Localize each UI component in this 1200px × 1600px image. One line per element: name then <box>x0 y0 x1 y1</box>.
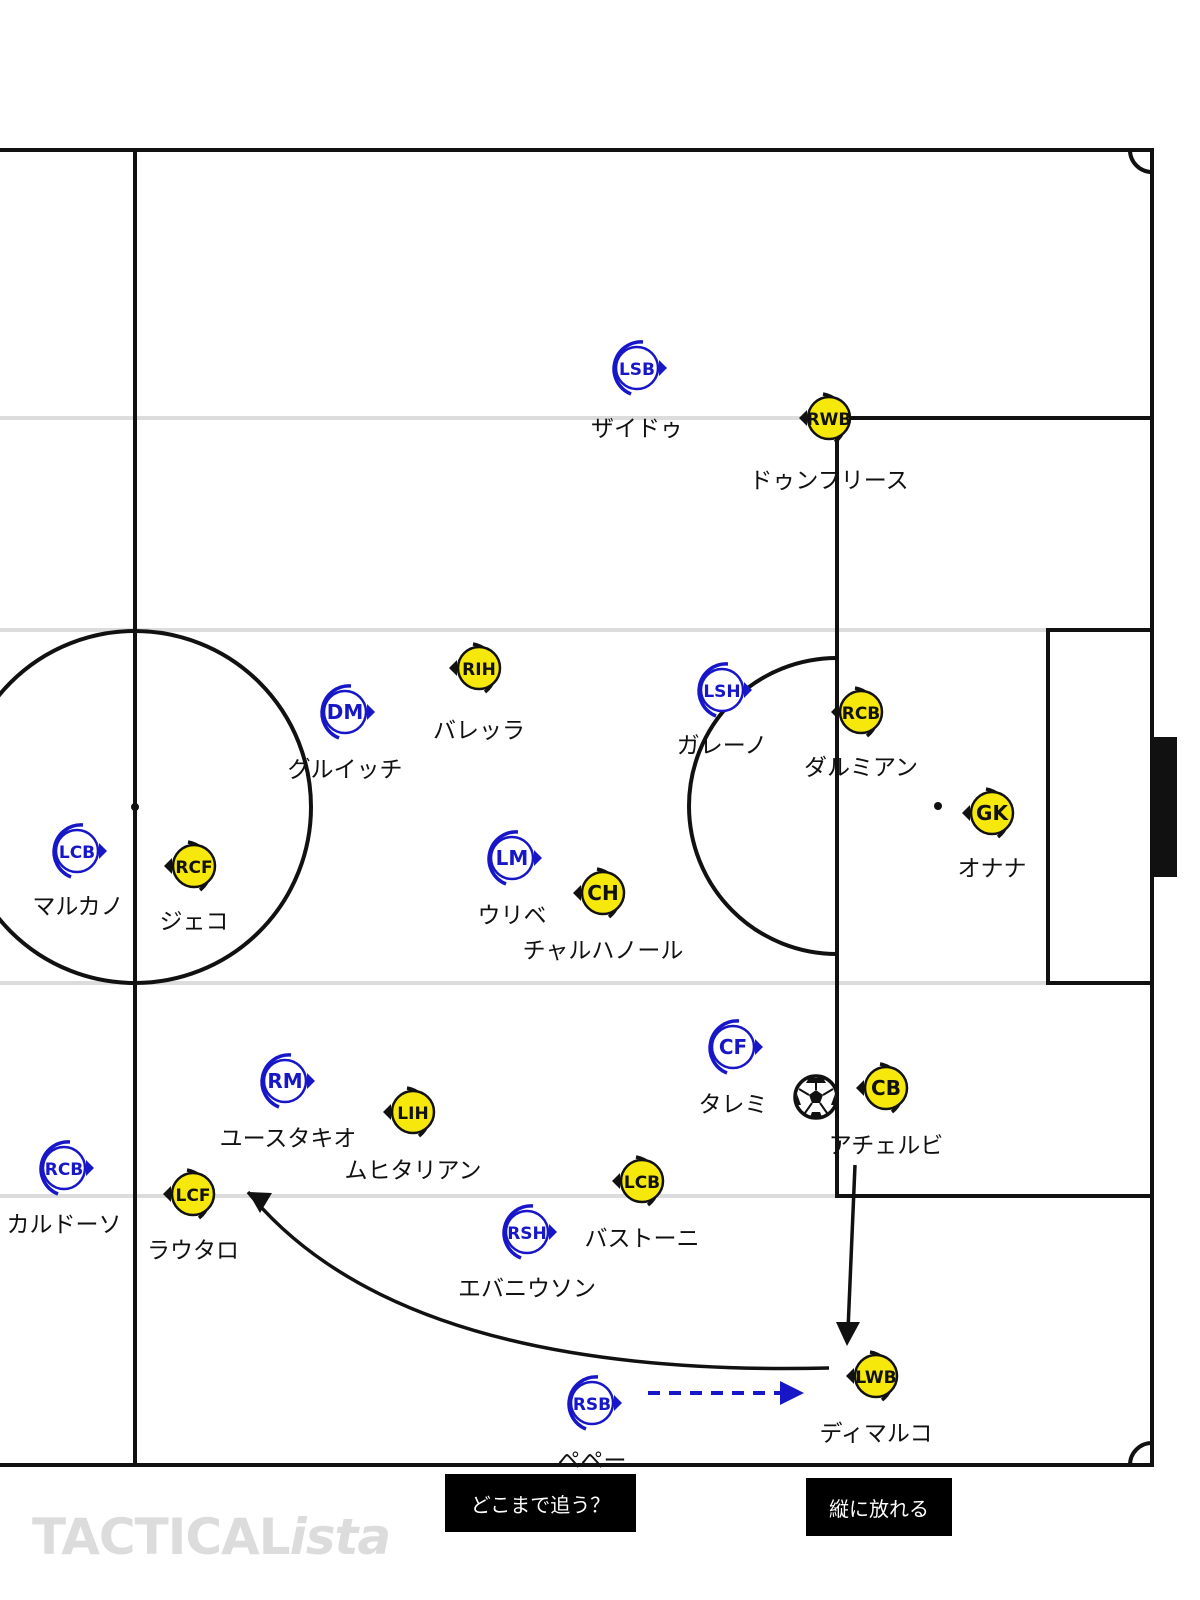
player-name-label: ダルミアン <box>804 755 918 781</box>
player-role-label: LCF <box>176 1186 211 1206</box>
player-role-label: LSH <box>703 682 740 702</box>
caption-how-far-to-chase: どこまで追う？ <box>445 1474 636 1532</box>
player-name-label: ジェコ <box>160 909 229 935</box>
player-role-label: GK <box>976 801 1009 825</box>
logo-suffix: ista <box>289 1508 392 1566</box>
players-layer: LSB ザイドゥ RWB ドゥンフリース RIH バレッラ DM グルイッチ LSH ガレーノ RC… <box>7 340 1027 1474</box>
player-role-label: LWB <box>855 1368 896 1388</box>
player-role-label: RSH <box>507 1224 547 1244</box>
player-blue-rm: RM ユースタキオ <box>220 1053 357 1152</box>
player-name-label: ザイドゥ <box>591 416 683 442</box>
player-name-label: チャルハノール <box>523 938 684 964</box>
player-name-label: オナナ <box>958 856 1027 882</box>
player-yellow-lcf: LCF ラウタロ <box>147 1168 239 1264</box>
pass-arrowhead <box>248 1192 272 1213</box>
penalty-spot <box>934 802 942 810</box>
player-role-label: DM <box>327 700 364 724</box>
player-yellow-lih: LIH ムヒタリアン <box>344 1086 482 1184</box>
pass-arrow-to-lautaro <box>246 1190 830 1371</box>
player-name-label: エバニウソン <box>458 1276 596 1302</box>
player-name-label: ラウタロ <box>147 1238 239 1264</box>
player-name-label: ドゥンフリース <box>749 468 908 494</box>
player-yellow-ch: CH チャルハノール <box>523 867 684 964</box>
player-yellow-rwb: RWB ドゥンフリース <box>749 392 909 494</box>
player-yellow-cb: CB アチェルビ <box>829 1062 944 1159</box>
player-role-label: CB <box>871 1076 901 1100</box>
player-name-label: タレミ <box>699 1092 768 1118</box>
logo-main: TACTICAL <box>32 1508 291 1566</box>
run-arrow-acerbi <box>846 1164 857 1331</box>
player-blue-cf: CF タレミ <box>699 1019 768 1118</box>
player-role-label: CF <box>719 1035 747 1059</box>
player-name-label: ムヒタリアン <box>344 1158 481 1184</box>
player-name-label: ユースタキオ <box>220 1126 357 1152</box>
player-role-label: RCF <box>175 858 212 878</box>
player-yellow-lwb: LWB ディマルコ <box>820 1350 933 1447</box>
player-role-label: LCB <box>624 1173 660 1193</box>
tacticalista-logo: TACTICALista <box>32 1508 392 1566</box>
player-yellow-rih: RIH バレッラ <box>433 642 525 744</box>
player-name-label: アチェルビ <box>829 1133 944 1159</box>
player-name-label: バレッラ <box>433 718 525 744</box>
ball-icon <box>793 1074 839 1120</box>
player-yellow-lcb: LCB バストーニ <box>585 1155 700 1252</box>
player-role-label: LIH <box>397 1104 428 1124</box>
press-arrowhead <box>780 1381 804 1405</box>
player-role-label: RCB <box>842 704 881 724</box>
corner-arc-top <box>1128 149 1153 174</box>
player-role-label: RSB <box>573 1395 611 1415</box>
player-name-label: カルドーソ <box>7 1212 122 1238</box>
player-role-label: RM <box>267 1069 302 1093</box>
player-yellow-rcf: RCF ジェコ <box>160 840 229 935</box>
caption-can-play-vertical: 縦に放れる <box>806 1478 952 1536</box>
player-role-label: RCB <box>45 1160 84 1180</box>
player-role-label: CH <box>587 881 618 905</box>
player-yellow-rcb: RCB ダルミアン <box>804 686 918 781</box>
player-role-label: RWB <box>807 410 852 430</box>
player-role-label: RIH <box>462 660 496 680</box>
player-blue-lsh: LSH ガレーノ <box>677 662 768 759</box>
goal <box>1152 737 1177 877</box>
player-blue-rcb: RCB カルドーソ <box>7 1140 122 1238</box>
goal-area <box>1046 628 1154 985</box>
arrows <box>246 1164 860 1405</box>
player-yellow-gk: GK オナナ <box>958 787 1027 882</box>
player-name-label: マルカノ <box>32 894 123 920</box>
player-role-label: LSB <box>619 360 655 380</box>
player-blue-lsb: LSB ザイドゥ <box>591 340 683 442</box>
penalty-arc <box>687 656 838 956</box>
player-blue-dm: DM グルイッチ <box>288 684 403 783</box>
player-role-label: LCB <box>59 843 95 863</box>
player-blue-lm: LM ウリベ <box>478 830 547 929</box>
player-name-label: ディマルコ <box>820 1421 933 1447</box>
player-name-label: グルイッチ <box>288 757 403 783</box>
player-name-label: ウリベ <box>478 903 547 929</box>
corner-arc-bottom <box>1128 1441 1153 1466</box>
player-name-label: バストーニ <box>585 1226 700 1252</box>
player-role-label: LM <box>496 846 529 870</box>
player-name-label: ガレーノ <box>677 733 768 759</box>
player-blue-lcb: LCB マルカノ <box>32 823 124 920</box>
player-blue-rsh: RSH エバニウソン <box>458 1204 596 1302</box>
player-blue-rsb: RSB ペペー <box>558 1375 627 1474</box>
center-spot <box>131 803 139 811</box>
center-circle <box>0 629 313 985</box>
run-arrowhead <box>836 1322 860 1346</box>
player-name-label: ペペー <box>558 1448 627 1474</box>
